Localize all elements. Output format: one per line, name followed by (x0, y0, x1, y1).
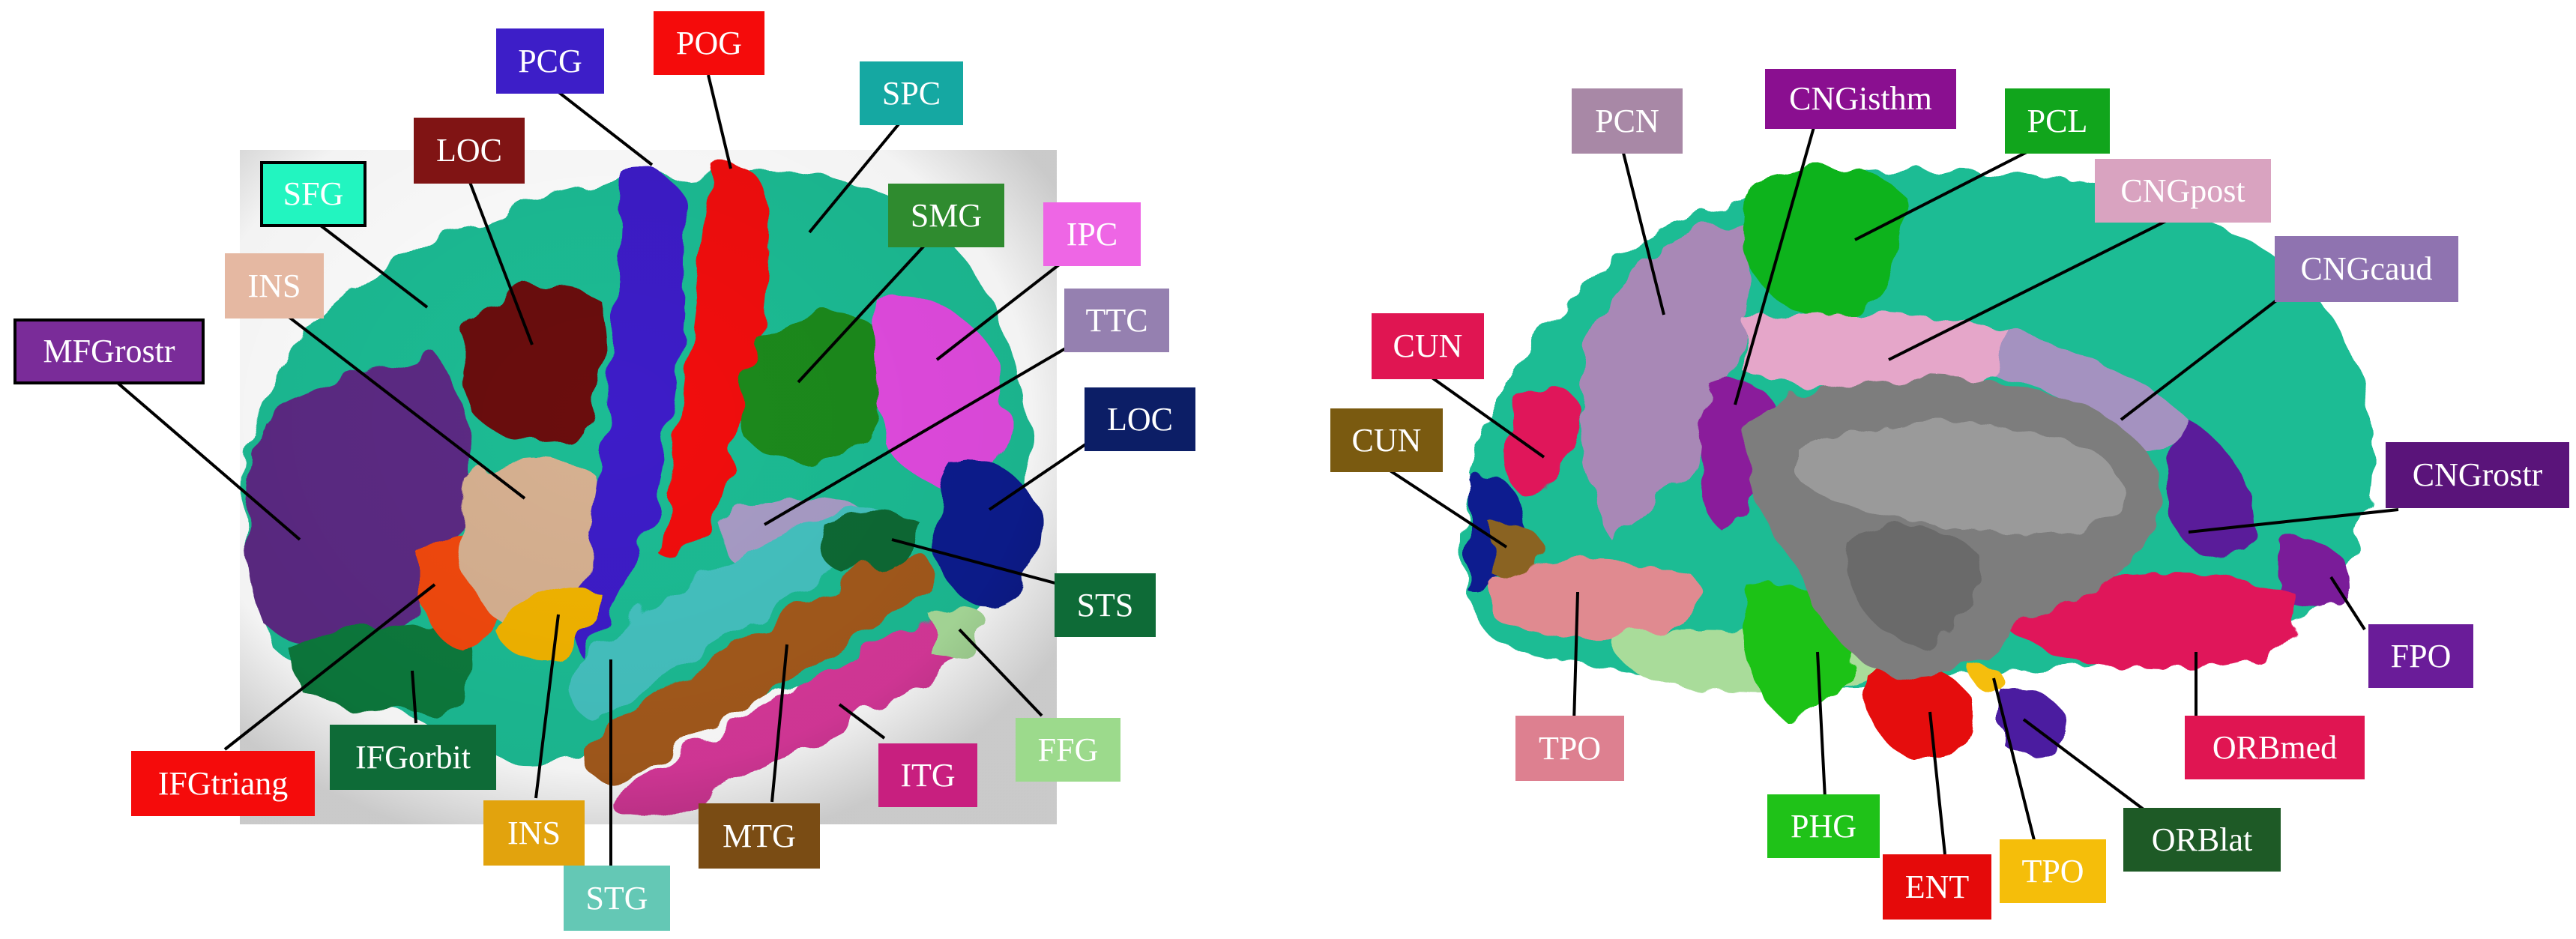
label-ins-top: INS (225, 253, 324, 318)
label-pcn: PCN (1572, 88, 1683, 154)
label-ifgorbit: IFGorbit (330, 725, 496, 790)
leader-line-cngisthm (1734, 127, 1815, 405)
label-mfgrostr: MFGrostr (13, 318, 205, 384)
leader-line-ifgtriang (223, 583, 436, 751)
leader-line-ipc (935, 253, 1073, 361)
label-cngpost: CNGpost (2095, 159, 2271, 223)
leader-line-orblat (2022, 718, 2145, 811)
label-cngisthm: CNGisthm (1765, 69, 1956, 129)
label-loc-top: LOC (414, 118, 525, 184)
region-cun-lower (1491, 522, 1544, 580)
leader-line-cun-brown (1385, 467, 1508, 549)
region-cun-upper (1504, 386, 1581, 495)
label-spc: SPC (860, 61, 963, 125)
leader-line-ifgorbit (411, 670, 417, 724)
leader-line-pcl (1854, 145, 2039, 241)
leader-line-phg (1816, 651, 1827, 799)
label-tpo-left: TPO (1515, 716, 1624, 781)
region-orbmed (2009, 573, 2298, 669)
label-stg: STG (564, 866, 670, 931)
label-itg: ITG (878, 743, 977, 807)
region-fpo (2278, 538, 2353, 610)
label-ifgtriang: IFGtriang (131, 751, 315, 816)
leader-line-itg (838, 703, 886, 740)
leader-line-cngcaud (2120, 295, 2284, 421)
label-smg: SMG (888, 184, 1004, 247)
label-sfg: SFG (260, 161, 367, 227)
leader-line-loc-top (463, 168, 534, 345)
leader-line-ent (1928, 711, 1946, 855)
medial-thalamus (1844, 526, 1980, 644)
leader-line-tpo-right (1992, 677, 2036, 844)
leader-line-mfgrostr (111, 377, 301, 541)
region-pcl (1742, 166, 1905, 316)
label-ffg: FFG (1016, 718, 1120, 782)
label-pcg: PCG (496, 28, 604, 94)
leader-line-ins-top (280, 310, 526, 500)
label-tpo-right: TPO (2000, 839, 2106, 903)
leader-line-sfg (313, 220, 429, 309)
leader-lines (111, 74, 2399, 869)
label-phg: PHG (1767, 794, 1880, 858)
label-mtg: MTG (699, 803, 820, 869)
leader-line-pcg (549, 85, 654, 166)
lateral-brain-view (240, 150, 1057, 824)
label-cngrostr: CNGrostr (2386, 442, 2569, 508)
label-loc-right: LOC (1085, 387, 1195, 451)
label-orbmed: ORBmed (2185, 716, 2365, 779)
label-sts: STS (1055, 573, 1156, 637)
leader-line-cngpost (1888, 216, 2174, 361)
label-fpo: FPO (2368, 624, 2473, 688)
leader-line-fpo (2329, 576, 2366, 631)
leader-line-smg (797, 235, 935, 384)
medial-brain-view (1464, 166, 2374, 764)
label-cun-brown: CUN (1330, 408, 1443, 472)
leader-line-ins-bottom (534, 614, 560, 799)
region-cngpost (1746, 312, 2013, 390)
region-cngcaud (1994, 330, 2189, 450)
medial-callosum-light (1799, 421, 2123, 535)
leader-line-ffg (958, 628, 1043, 717)
leader-line-pog (707, 74, 732, 169)
leader-line-tpo-left (1572, 591, 1579, 724)
leader-line-cun-red (1426, 373, 1545, 459)
lateral-shading (240, 150, 1057, 824)
label-pcl: PCL (2005, 88, 2110, 154)
label-ttc: TTC (1064, 289, 1169, 352)
leader-line-ttc (763, 343, 1073, 526)
label-ipc: IPC (1043, 202, 1141, 266)
label-cngcaud: CNGcaud (2275, 236, 2458, 302)
label-ent: ENT (1883, 854, 1991, 920)
label-orblat: ORBlat (2123, 808, 2281, 872)
region-ent (1865, 667, 1973, 764)
leader-line-mtg (770, 644, 788, 803)
leader-line-spc (808, 111, 910, 234)
leader-line-loc-right (988, 437, 1096, 511)
region-tpo-pole (1491, 561, 1703, 639)
leader-line-cngrostr (2188, 508, 2399, 534)
leader-line-pcn (1621, 149, 1665, 315)
label-cun-red: CUN (1372, 313, 1484, 379)
leader-line-sts (891, 538, 1061, 586)
region-cngrostr (2169, 420, 2254, 561)
label-ins-bottom: INS (483, 800, 585, 866)
region-pcn (1581, 223, 1752, 540)
label-pog: POG (654, 11, 764, 75)
